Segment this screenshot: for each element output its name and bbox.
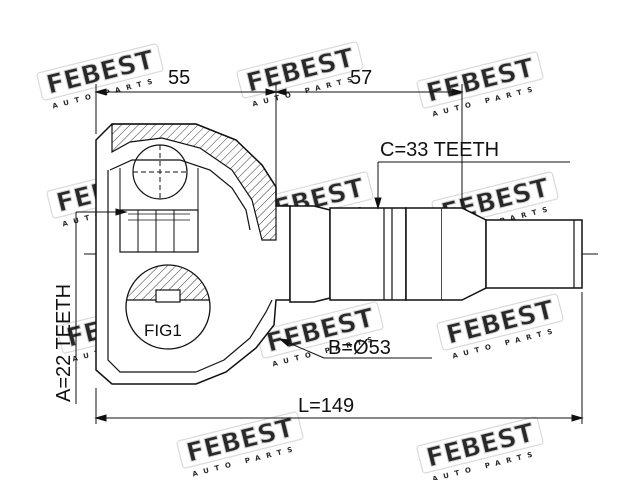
- fig1-detail: FIG1: [125, 264, 211, 350]
- cv-joint-shaft: [289, 205, 583, 303]
- watermark-logo: FEBEST AUTO PARTS: [176, 411, 304, 478]
- fig1-label: FIG1: [144, 321, 182, 340]
- watermark-logo: FEBEST AUTO PARTS: [416, 51, 544, 118]
- dimension-lines: [75, 84, 584, 424]
- watermark-logo: FEBEST AUTO PARTS: [256, 301, 384, 368]
- watermark-logo: FEBEST AUTO PARTS: [236, 41, 364, 108]
- watermark-logo: FEBEST AUTO PARTS: [36, 43, 164, 110]
- threaded-end: [485, 219, 583, 289]
- length-l-label: L=149: [298, 395, 354, 417]
- watermark-logo: FEBEST AUTO PARTS: [416, 416, 544, 483]
- watermark-logo: FEBEST AUTO PARTS: [436, 293, 564, 360]
- dim-57-label: 57: [350, 67, 372, 89]
- cv-joint-housing: [95, 123, 291, 385]
- diameter-b-label: B=Ø53: [328, 337, 391, 359]
- dim-55-label: 55: [168, 67, 190, 89]
- outer-spline: [329, 207, 407, 301]
- spline-a-label: A=22 TEETH: [53, 284, 75, 402]
- spline-c-label: C=33 TEETH: [380, 139, 499, 161]
